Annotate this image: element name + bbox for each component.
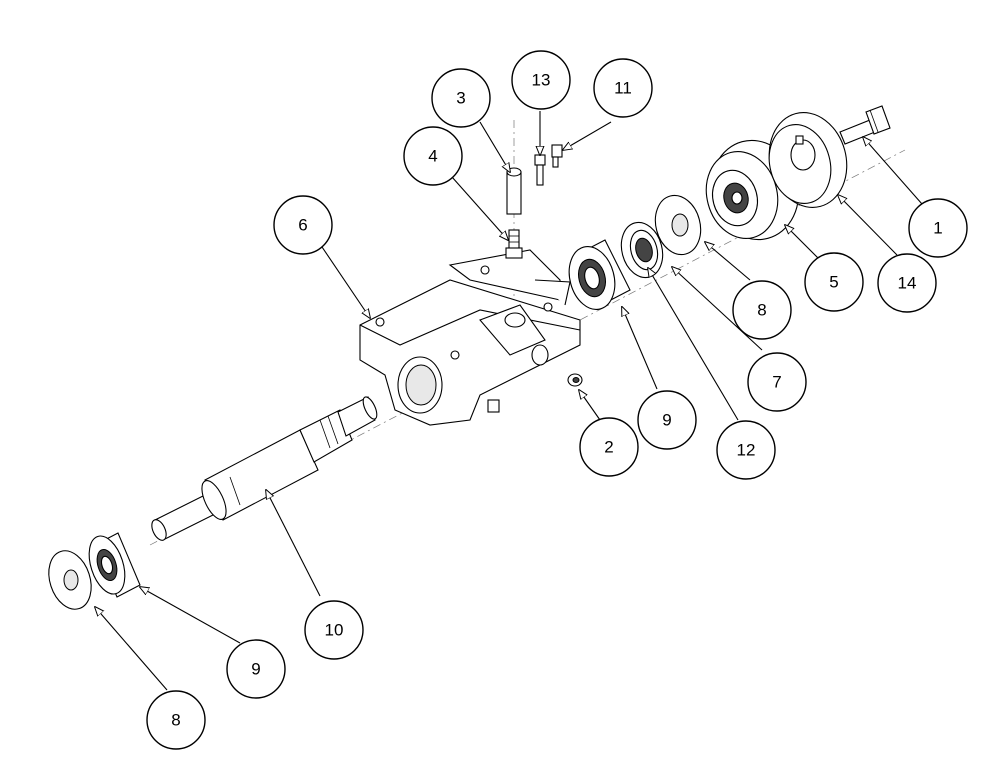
callout-10: 10 — [304, 600, 364, 660]
cap-11-part — [551, 144, 563, 168]
callout-12-label: 12 — [737, 441, 756, 460]
callout-5: 5 — [804, 252, 864, 312]
pin-part — [506, 167, 522, 215]
leader-lines — [95, 111, 923, 691]
callout-10-label: 10 — [325, 621, 344, 640]
callout-11: 11 — [593, 58, 653, 118]
callout-1: 1 — [908, 198, 968, 258]
right-bearing-part — [568, 239, 631, 310]
callout-5-label: 5 — [829, 273, 838, 292]
callout-8-left: 8 — [146, 690, 206, 750]
callout-8-right-label: 8 — [757, 301, 766, 320]
bolt-part — [839, 105, 891, 145]
housing-part — [359, 249, 581, 426]
callout-3-label: 3 — [456, 89, 465, 108]
callout-7: 7 — [747, 352, 807, 412]
wheel-part — [768, 112, 848, 208]
callout-2: 2 — [579, 417, 639, 477]
callout-7-label: 7 — [772, 373, 781, 392]
callout-2-label: 2 — [604, 438, 613, 457]
callout-4: 4 — [403, 126, 463, 186]
grease-fitting-part — [505, 229, 523, 259]
callout-9-right: 9 — [637, 390, 697, 450]
callout-3: 3 — [431, 68, 491, 128]
left-bearing-part — [88, 532, 141, 598]
callout-13: 13 — [511, 50, 571, 110]
callout-4-label: 4 — [428, 147, 437, 166]
callout-9-left-label: 9 — [251, 660, 260, 679]
set-screw-part — [567, 373, 583, 387]
callout-6: 6 — [273, 195, 333, 255]
callout-12: 12 — [716, 420, 776, 480]
callout-14-label: 14 — [898, 274, 917, 293]
callout-1-label: 1 — [933, 219, 942, 238]
callout-13-label: 13 — [532, 71, 551, 90]
callout-8-right: 8 — [732, 280, 792, 340]
callout-9-left: 9 — [226, 639, 286, 699]
left-washer-part — [48, 550, 92, 610]
callout-8-left-label: 8 — [171, 711, 180, 730]
callout-14: 14 — [877, 253, 937, 313]
callout-6-label: 6 — [298, 216, 307, 235]
right-washer-part — [654, 194, 702, 256]
callout-11-label: 11 — [614, 79, 632, 98]
callout-9-right-label: 9 — [662, 411, 671, 430]
shaft-part — [151, 396, 378, 541]
bolt-13-part — [534, 154, 546, 186]
